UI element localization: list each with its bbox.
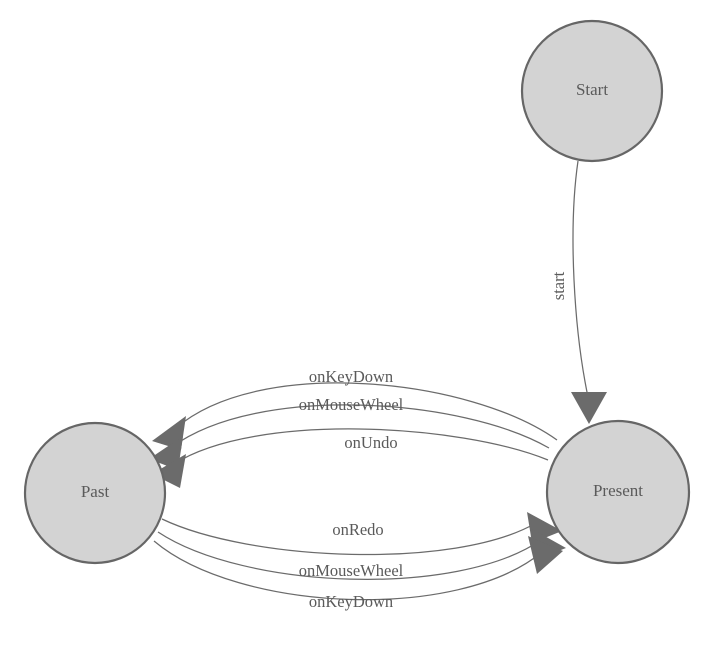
edge-redo-mousewheel-path — [157, 531, 542, 580]
edge-label-redo-mousewheel: onMouseWheel — [299, 561, 404, 580]
arrowhead-into-present-3 — [528, 536, 563, 574]
edge-present-to-past-undo[interactable]: onUndo — [152, 428, 549, 488]
edge-undo-keydown-path — [175, 382, 558, 441]
node-present[interactable]: Present — [545, 419, 691, 565]
arrowhead-into-past-3 — [152, 454, 186, 488]
node-start-circle[interactable] — [520, 19, 664, 163]
node-past-circle[interactable] — [23, 421, 167, 565]
edge-label-start: start — [549, 271, 568, 300]
arrowhead-into-present-top — [571, 392, 607, 424]
edge-start-path — [572, 160, 589, 398]
edge-start-to-present[interactable]: start — [549, 160, 607, 424]
edge-undo-mousewheel-path — [171, 404, 550, 449]
node-past-label: Past — [81, 482, 110, 501]
edge-past-to-present-keydown[interactable]: onKeyDown — [153, 536, 563, 611]
edge-past-to-present-redo[interactable]: onRedo — [161, 512, 562, 556]
node-start-label: Start — [576, 80, 608, 99]
edge-redo-keydown-path — [153, 540, 543, 601]
node-start[interactable]: Start — [520, 19, 664, 163]
edge-label-undo-undo: onUndo — [344, 433, 397, 452]
edge-label-undo-mousewheel: onMouseWheel — [299, 395, 404, 414]
edge-redo-redo-path — [161, 518, 537, 556]
edge-label-redo-redo: onRedo — [332, 520, 383, 539]
edge-label-redo-keydown: onKeyDown — [309, 592, 393, 611]
edge-label-undo-keydown: onKeyDown — [309, 367, 393, 386]
node-present-label: Present — [593, 481, 643, 500]
node-past[interactable]: Past — [23, 421, 167, 565]
edge-undo-undo-path — [173, 428, 549, 465]
node-present-circle[interactable] — [545, 419, 691, 565]
